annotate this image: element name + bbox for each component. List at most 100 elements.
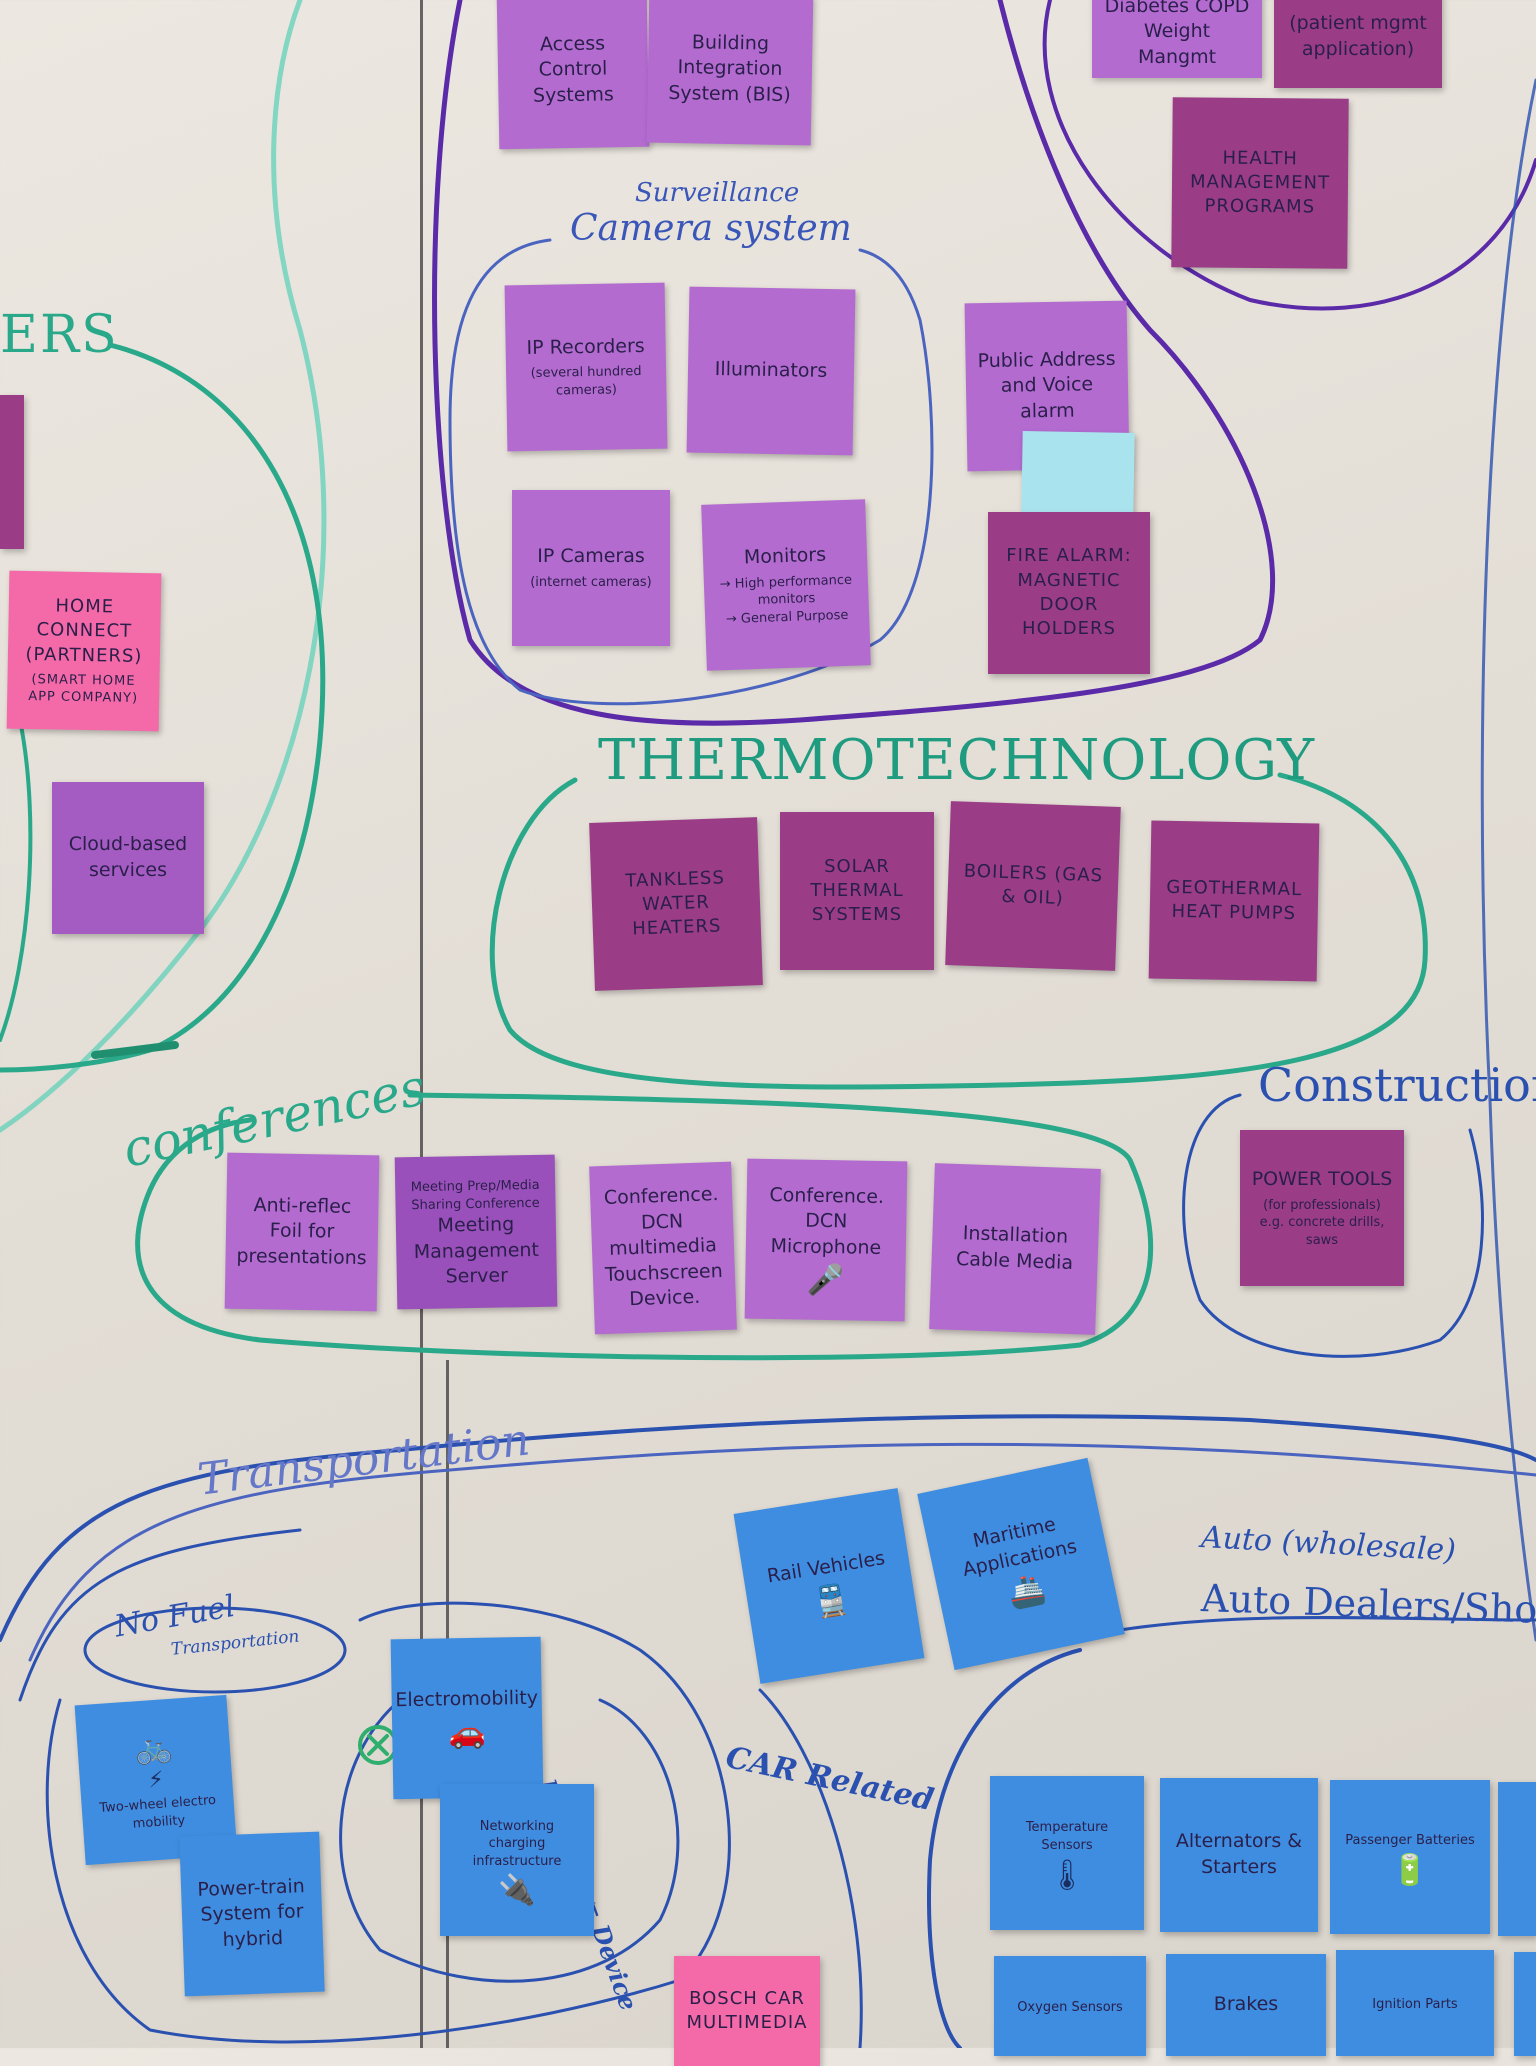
car-icon: 🚗 <box>448 1715 487 1752</box>
note-building-integration-text: Building Integration System (BIS) <box>668 30 791 106</box>
note-home-connect-text: HOME CONNECT (PARTNERS) <box>25 595 143 667</box>
note-monitors-text: Monitors <box>743 543 827 569</box>
note-bosch-multimedia-text: BOSCH CAR MULTIMEDIA <box>686 1987 808 2033</box>
note-monitors-sub: → High performance monitors → General Pu… <box>719 572 853 627</box>
note-temp-sensors-text: Temperature Sensors <box>1025 1820 1109 1853</box>
note-geothermal: GEOTHERMAL HEAT PUMPS <box>1148 820 1320 982</box>
note-diabetes: Diabetes COPD Weight Mangmt <box>1092 0 1262 78</box>
note-cloud-services: Cloud-based services <box>52 782 204 934</box>
charger-icon: 🔌 <box>498 1873 536 1909</box>
note-temp-sensors: Temperature Sensors 🌡 <box>990 1776 1144 1930</box>
note-access-control: Access Control Systems <box>496 0 650 150</box>
note-diabetes-text: Diabetes COPD Weight Mangmt <box>1104 0 1250 68</box>
note-public-address-text: Public Address and Voice alarm <box>977 347 1116 423</box>
note-power-tools: POWER TOOLS (for professionals) e.g. con… <box>1240 1130 1404 1286</box>
note-health-management-text: HEALTH MANAGEMENT PROGRAMS <box>1189 147 1331 218</box>
note-building-integration: Building Integration System (BIS) <box>646 0 814 146</box>
note-brakes-text: Brakes <box>1213 1993 1279 2016</box>
note-tankless: TANKLESS WATER HEATERS <box>589 817 763 991</box>
surveillance-label: Surveillance <box>635 178 800 208</box>
note-alternators-text: Alternators & Starters <box>1175 1830 1303 1878</box>
note-health-management: HEALTH MANAGEMENT PROGRAMS <box>1171 97 1349 269</box>
note-power-tools-text: POWER TOOLS <box>1251 1167 1393 1190</box>
auto-wholesale-label: Auto (wholesale) <box>1200 1520 1457 1569</box>
thermometer-icon: 🌡 <box>1047 1857 1087 1893</box>
note-electromobility: Electromobility 🚗 <box>390 1636 544 1800</box>
note-alternators: Alternators & Starters <box>1160 1778 1318 1932</box>
circled-x-mark <box>358 1725 398 1765</box>
note-dcn-multimedia: Conference. DCN multimedia Touchscreen D… <box>589 1161 737 1335</box>
auto-dealers-label: Auto Dealers/Shops <box>1200 1576 1536 1634</box>
note-patient-mgmt: (patient mgmt application) <box>1274 0 1442 88</box>
note-geothermal-text: GEOTHERMAL HEAT PUMPS <box>1166 876 1303 925</box>
note-networking-charging-text: Networking charging infrastructure <box>472 1818 562 1869</box>
note-electromobility-text: Electromobility <box>395 1686 539 1712</box>
board-seam-left <box>420 0 423 2048</box>
ers-label: ERS <box>0 305 119 365</box>
note-meeting-mgmt-sub: Meeting Prep/Media Sharing Conference <box>410 1177 540 1213</box>
note-anti-reflec-text: Anti-reflec Foil for presentations <box>236 1193 367 1269</box>
note-networking-charging: Networking charging infrastructure 🔌 <box>440 1784 594 1936</box>
note-ip-cameras: IP Cameras (internet cameras) <box>512 490 670 646</box>
note-right-partial <box>1498 1782 1536 1936</box>
note-powertrain-text: Power-train System for hybrid <box>197 1874 306 1951</box>
note-passenger-batteries: Passenger Batteries 🔋 <box>1330 1780 1490 1934</box>
note-ip-cameras-text: IP Cameras <box>537 545 645 568</box>
train-icon: 🚆 <box>810 1580 853 1622</box>
note-maritime: Maritime Applications 🚢 <box>917 1457 1125 1671</box>
note-ignition-parts: Ignition Parts <box>1336 1950 1494 2056</box>
bicycle-icon: 🚲 <box>133 1730 174 1768</box>
note-brakes: Brakes <box>1166 1954 1326 2056</box>
note-rail-vehicles: Rail Vehicles 🚆 <box>733 1488 925 1684</box>
car-related-label: CAR Related <box>722 1740 937 1819</box>
note-home-connect-sub: (SMART HOME APP COMPANY) <box>28 671 139 707</box>
note-dcn-microphone-text: Conference. DCN Microphone <box>769 1183 885 1259</box>
right-edge-line <box>1480 78 1536 1642</box>
note-dcn-microphone: Conference. DCN Microphone 🎤 <box>744 1158 908 1322</box>
note-oxygen-sensors: Oxygen Sensors <box>994 1956 1146 2056</box>
microphone-icon: 🎤 <box>806 1263 845 1299</box>
note-anti-reflec: Anti-reflec Foil for presentations <box>224 1152 380 1312</box>
note-ignition-parts-text: Ignition Parts <box>1372 1997 1458 2013</box>
note-illuminators: Illuminators <box>686 286 856 456</box>
note-patient-mgmt-text: (patient mgmt application) <box>1289 12 1427 60</box>
note-boilers-text: BOILERS (GAS & OIL) <box>963 860 1104 910</box>
note-boilers: BOILERS (GAS & OIL) <box>945 801 1121 971</box>
note-ip-recorders-text: IP Recorders <box>526 334 645 359</box>
note-illuminators-text: Illuminators <box>714 358 828 383</box>
note-installation-cable: Installation Cable Media <box>929 1163 1101 1335</box>
note-ip-recorders: IP Recorders (several hundred cameras) <box>504 282 668 452</box>
note-ip-cameras-sub: (internet cameras) <box>530 575 652 591</box>
note-powertrain: Power-train System for hybrid <box>179 1831 325 1997</box>
ers-inner-arc <box>0 718 33 1042</box>
note-fire-alarm: FIRE ALARM: MAGNETIC DOOR HOLDERS <box>988 512 1150 674</box>
note-light-blue-blank <box>1021 431 1135 517</box>
note-ers-partial <box>0 395 24 549</box>
note-power-tools-sub: (for professionals) e.g. concrete drills… <box>1259 1197 1385 1248</box>
note-access-control-text: Access Control Systems <box>532 31 614 107</box>
note-meeting-mgmt-text: Meeting Management Server <box>413 1213 540 1288</box>
teal-accent-stroke <box>91 1041 179 1059</box>
note-cloud-services-text: Cloud-based services <box>68 833 188 881</box>
construction-label: Construction <box>1258 1058 1536 1112</box>
camera-system-label: Camera system <box>570 208 852 249</box>
lightning-icon: ⚡ <box>147 1767 165 1794</box>
note-tankless-text: TANKLESS WATER HEATERS <box>625 866 726 940</box>
note-fire-alarm-text: FIRE ALARM: MAGNETIC DOOR HOLDERS <box>1006 545 1132 640</box>
thermotechnology-label: THERMOTECHNOLOGY <box>598 728 1316 793</box>
note-two-wheel-text: Two-wheel electro mobility <box>98 1793 217 1832</box>
teal-boundary-left <box>0 0 327 1133</box>
note-bosch-multimedia: BOSCH CAR MULTIMEDIA <box>674 1956 820 2066</box>
note-home-connect: HOME CONNECT (PARTNERS) (SMART HOME APP … <box>6 570 162 732</box>
note-passenger-batteries-text: Passenger Batteries <box>1345 1833 1475 1849</box>
note-installation-cable-text: Installation Cable Media <box>955 1222 1074 1275</box>
transportation-label: Transportation <box>195 1414 533 1506</box>
battery-icon: 🔋 <box>1391 1852 1429 1888</box>
note-right-partial-bottom <box>1514 1952 1536 2056</box>
note-dcn-multimedia-text: Conference. DCN multimedia Touchscreen D… <box>603 1182 724 1311</box>
note-solar-text: SOLAR THERMAL SYSTEMS <box>810 855 904 926</box>
note-monitors: Monitors → High performance monitors → G… <box>701 499 871 671</box>
note-meeting-mgmt: Meeting Prep/Media Sharing Conference Me… <box>394 1154 558 1310</box>
note-ip-recorders-sub: (several hundred cameras) <box>530 364 642 399</box>
